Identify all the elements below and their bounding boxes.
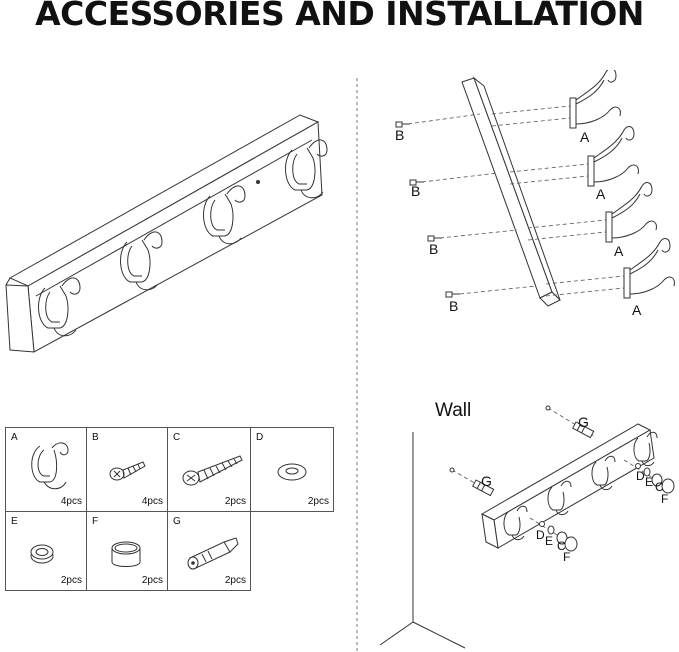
screw-b bbox=[445, 291, 460, 298]
screw-b bbox=[395, 121, 410, 128]
board-edge bbox=[472, 76, 561, 301]
screw-hole bbox=[256, 180, 260, 184]
accessory-count: 4pcs bbox=[60, 496, 82, 507]
label-b: B bbox=[429, 241, 439, 257]
rack-hook bbox=[285, 139, 328, 199]
hook-a bbox=[587, 126, 639, 187]
page-title: ACCESSORIES AND INSTALLATION bbox=[35, 0, 644, 33]
accessory-count: 2pcs bbox=[224, 575, 246, 586]
hook-a bbox=[569, 70, 621, 129]
label-f: F bbox=[661, 492, 669, 506]
rack-hook bbox=[120, 231, 163, 291]
label-c: C bbox=[557, 539, 566, 553]
long-screw-icon bbox=[182, 455, 243, 486]
label-a: A bbox=[632, 302, 642, 318]
screw-icon bbox=[109, 461, 146, 481]
label-a: A bbox=[596, 186, 606, 202]
accessory-cell-a: A 4pcs bbox=[5, 427, 87, 512]
label-c: C bbox=[655, 480, 664, 494]
rack-board-front bbox=[493, 429, 655, 549]
accessory-letter: E bbox=[11, 516, 18, 527]
label-a: A bbox=[580, 129, 590, 145]
accessory-cell-e: E 2pcs bbox=[5, 511, 87, 591]
accessory-count: 2pcs bbox=[307, 496, 329, 507]
accessory-letter: C bbox=[173, 432, 181, 443]
label-d: D bbox=[536, 528, 545, 542]
assembled-rack-illustration bbox=[5, 114, 328, 353]
hook-a bbox=[623, 238, 675, 299]
accessory-cell-f: F 2pcs bbox=[86, 511, 168, 591]
double-hook-icon bbox=[31, 442, 69, 490]
label-g: G bbox=[578, 414, 589, 430]
hook-assembly-illustration bbox=[395, 70, 675, 307]
label-b: B bbox=[395, 127, 405, 143]
screw-b bbox=[409, 179, 424, 186]
label-g: G bbox=[481, 473, 492, 489]
accessory-cell-d: D 2pcs bbox=[250, 427, 334, 512]
fastener-stack-left bbox=[539, 521, 578, 552]
label-b: B bbox=[449, 298, 459, 314]
rack-hook bbox=[547, 480, 572, 516]
label-b: B bbox=[411, 183, 421, 199]
label-f: F bbox=[563, 550, 571, 564]
anchor-g bbox=[572, 421, 595, 439]
wall-label: Wall bbox=[435, 400, 472, 421]
accessory-count: 2pcs bbox=[141, 575, 163, 586]
rack-hook bbox=[38, 277, 81, 337]
accessory-count: 2pcs bbox=[224, 496, 246, 507]
accessory-letter: F bbox=[92, 516, 99, 527]
washer-icon bbox=[277, 463, 307, 481]
accessory-letter: A bbox=[11, 432, 18, 443]
fastener-stack-right bbox=[635, 463, 675, 494]
accessory-count: 2pcs bbox=[60, 575, 82, 586]
cap-icon bbox=[111, 541, 141, 567]
label-e: E bbox=[645, 475, 654, 489]
board-side bbox=[461, 77, 553, 299]
rack-hook bbox=[203, 185, 246, 245]
ring-icon bbox=[30, 544, 54, 564]
anchor-g bbox=[472, 479, 495, 497]
label-a: A bbox=[614, 243, 624, 259]
accessory-letter: G bbox=[173, 516, 181, 527]
accessory-cell-g: G 2pcs bbox=[167, 511, 251, 591]
wall-install-illustration bbox=[379, 405, 675, 649]
rack-hook bbox=[591, 455, 616, 491]
rack-hook bbox=[503, 505, 528, 541]
rack-board-front bbox=[27, 121, 323, 353]
accessory-cell-b: B 4pcs bbox=[86, 427, 168, 512]
accessory-cell-c: C 2pcs bbox=[167, 427, 251, 512]
label-d: D bbox=[636, 469, 645, 483]
hook-a bbox=[605, 182, 657, 243]
accessory-count: 4pcs bbox=[141, 496, 163, 507]
label-e: E bbox=[545, 534, 554, 548]
screw-b bbox=[427, 235, 442, 242]
anchor-icon bbox=[187, 537, 239, 570]
accessory-letter: D bbox=[256, 432, 264, 443]
rack-board-end bbox=[5, 284, 35, 353]
rack-hook bbox=[633, 431, 658, 467]
accessory-letter: B bbox=[92, 432, 99, 443]
